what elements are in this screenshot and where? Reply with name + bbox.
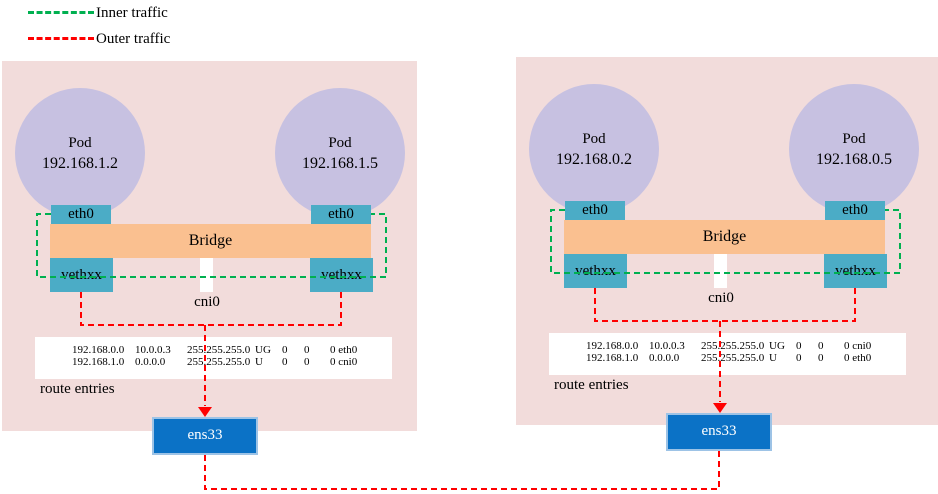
route-iface: 0 cni0 (844, 340, 872, 352)
legend-outer-label: Outer traffic (96, 31, 171, 47)
legend-inner-label: Inner traffic (96, 5, 168, 21)
route-iface: 0 cni0 (330, 356, 358, 368)
pod-title: Pod (582, 130, 606, 147)
route-gateway: 10.0.0.3 (135, 344, 171, 356)
route-row: 192.168.0.0 10.0.0.3 255.255.255.0 UG 0 0 0 et… (35, 344, 392, 356)
route-gateway: 0.0.0.0 (649, 352, 680, 364)
route-dest: 192.168.0.0 (72, 344, 125, 356)
route-row: 192.168.1.0 0.0.0.0 255.255.255.0 U 0 0 0 cni0 (35, 356, 392, 368)
route-row: 192.168.0.0 10.0.0.3 255.255.255.0 UG 0 0 0 cn… (549, 340, 906, 352)
inner-traffic-line-icon (28, 11, 94, 14)
eth0-interface: eth0 (825, 201, 885, 220)
route-mask: 255.255.255.0 (187, 356, 251, 368)
route-flags: UG (769, 340, 785, 352)
route-dest: 192.168.1.0 (586, 352, 639, 364)
ens33-nic: ens33 (666, 413, 772, 451)
route-ref: 0 (818, 340, 824, 352)
route-metric: 0 (796, 340, 802, 352)
route-ref: 0 (304, 356, 310, 368)
pod-ip: 192.168.1.5 (302, 154, 378, 172)
route-flags: UG (255, 344, 271, 356)
route-mask: 255.255.255.0 (701, 340, 765, 352)
route-entries-caption: route entries (554, 377, 629, 393)
route-iface: 0 eth0 (844, 352, 872, 364)
bridge-bar: Bridge (50, 224, 371, 258)
cni0-label: cni0 (194, 294, 220, 310)
route-metric: 0 (796, 352, 802, 364)
ens33-nic: ens33 (152, 417, 258, 455)
route-ref: 0 (818, 352, 824, 364)
route-mask: 255.255.255.0 (701, 352, 765, 364)
pod-circle: Pod 192.168.1.5 (275, 88, 405, 218)
outer-traffic-link-path (204, 451, 720, 490)
veth-interface: vethxx (824, 254, 887, 288)
outer-traffic-line-icon (28, 37, 94, 40)
cni0-gap (714, 254, 727, 288)
pod-title: Pod (842, 130, 866, 147)
route-row: 192.168.1.0 0.0.0.0 255.255.255.0 U 0 0 0 eth0 (549, 352, 906, 364)
pod-title: Pod (328, 134, 352, 151)
pod-ip: 192.168.0.5 (816, 150, 892, 168)
route-dest: 192.168.0.0 (586, 340, 639, 352)
node-2: Pod 192.168.0.2 Pod 192.168.0.5 eth0 eth… (516, 57, 938, 451)
route-gateway: 10.0.0.3 (649, 340, 685, 352)
route-metric: 0 (282, 356, 288, 368)
route-gateway: 0.0.0.0 (135, 356, 166, 368)
eth0-interface: eth0 (51, 205, 111, 224)
route-entries-caption: route entries (40, 381, 115, 397)
pod-circle: Pod 192.168.1.2 (15, 88, 145, 218)
veth-interface: vethxx (310, 258, 373, 292)
route-flags: U (769, 352, 777, 364)
pod-circle: Pod 192.168.0.2 (529, 84, 659, 214)
veth-interface: vethxx (564, 254, 627, 288)
veth-interface: vethxx (50, 258, 113, 292)
cni0-gap (200, 258, 213, 292)
pod-title: Pod (68, 134, 92, 151)
eth0-interface: eth0 (311, 205, 371, 224)
eth0-interface: eth0 (565, 201, 625, 220)
pod-ip: 192.168.0.2 (556, 150, 632, 168)
node-1: Pod 192.168.1.2 Pod 192.168.1.5 eth0 eth… (2, 61, 417, 455)
route-iface: 0 eth0 (330, 344, 358, 356)
route-ref: 0 (304, 344, 310, 356)
cni0-label: cni0 (708, 290, 734, 306)
bridge-bar: Bridge (564, 220, 885, 254)
pod-circle: Pod 192.168.0.5 (789, 84, 919, 214)
route-metric: 0 (282, 344, 288, 356)
route-mask: 255.255.255.0 (187, 344, 251, 356)
route-dest: 192.168.1.0 (72, 356, 125, 368)
pod-ip: 192.168.1.2 (42, 154, 118, 172)
route-flags: U (255, 356, 263, 368)
